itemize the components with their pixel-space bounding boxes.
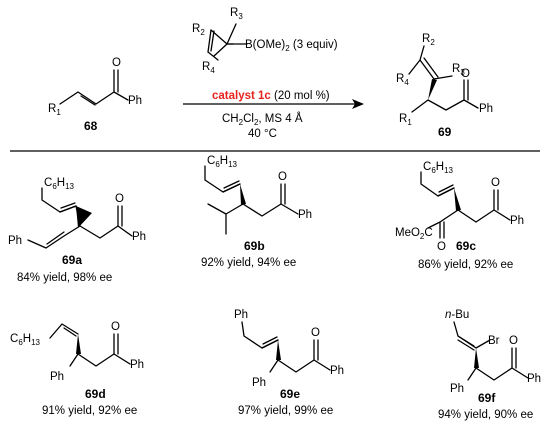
compound-label: 69d [85, 387, 106, 401]
svg-text:R4: R4 [396, 73, 409, 87]
yield-ee: 86% yield, 92% ee [418, 259, 513, 271]
svg-text:Ph: Ph [252, 377, 266, 389]
svg-text:C6H13: C6H13 [10, 333, 41, 347]
svg-text:Ph: Ph [450, 383, 464, 395]
compound-label: 69a [62, 253, 82, 267]
svg-text:MeO2C: MeO2C [395, 227, 433, 241]
vinyl-boronate-reagent: R2 R3 R4 B(OMe)2 (3 equiv) [192, 7, 338, 75]
svg-text:Br: Br [488, 335, 500, 347]
reaction-conditions: catalyst 1c (20 mol %) CH2Cl2, MS 4 Å 40… [183, 90, 364, 140]
svg-text:O: O [437, 241, 446, 253]
svg-text:Ph: Ph [50, 371, 64, 383]
svg-text:Ph: Ph [479, 103, 493, 115]
svg-text:C6H13: C6H13 [44, 177, 75, 191]
compound-label: 69c [456, 239, 476, 253]
svg-text:R3: R3 [452, 63, 465, 77]
svg-text:R1: R1 [399, 113, 412, 127]
svg-text:R2: R2 [422, 33, 435, 47]
yield-ee: 84% yield, 98% ee [17, 272, 112, 284]
svg-text:C6H13: C6H13 [423, 161, 454, 175]
svg-text:Ph: Ph [330, 365, 344, 377]
catalyst-label: catalyst 1c (20 mol %) [212, 90, 330, 102]
compound-69d: C6H13 Ph O Ph 69d 91% yield, 92% ee [10, 321, 144, 417]
compound-label: 69e [280, 387, 300, 401]
product-69: R2 R3 R4 R1 O Ph 69 [396, 33, 493, 139]
compound-69b: C6H13 O Ph 69b 92% yield, 94% ee [201, 155, 312, 269]
yield-ee: 91% yield, 92% ee [42, 405, 137, 417]
svg-text:Ph: Ph [510, 215, 524, 227]
reactant-number: 68 [84, 119, 98, 133]
carbonyl-oxygen: O [112, 57, 121, 69]
svg-text:O: O [111, 321, 120, 333]
temperature-label: 40 °C [248, 128, 277, 140]
compound-69e: Ph Ph O Ph 69e 97% yield, 99% ee [234, 309, 344, 417]
svg-text:O: O [461, 68, 470, 80]
yield-ee: 92% yield, 94% ee [201, 257, 296, 269]
product-number: 69 [438, 125, 452, 139]
svg-text:Ph: Ph [132, 231, 146, 243]
svg-text:C6H13: C6H13 [207, 155, 238, 169]
compound-69f: n-Bu Br Ph O Ph 69f 94% yield, 90% ee [438, 309, 541, 421]
svg-text:CH2Cl2, MS 4 Å: CH2Cl2, MS 4 Å [222, 112, 303, 127]
reactant-68: R1 O Ph 68 [48, 57, 142, 133]
svg-text:R1: R1 [48, 103, 61, 117]
yield-ee: 97% yield, 99% ee [238, 405, 333, 417]
svg-text:Ph: Ph [128, 95, 142, 107]
svg-text:R2: R2 [192, 23, 205, 37]
svg-text:Ph: Ph [234, 309, 248, 321]
svg-text:n-Bu: n-Bu [445, 309, 469, 321]
svg-text:Ph: Ph [130, 359, 144, 371]
svg-text:R4: R4 [202, 61, 215, 75]
svg-text:R3: R3 [230, 7, 243, 21]
svg-text:Ph: Ph [527, 373, 541, 385]
svg-text:B(OMe)2 (3 equiv): B(OMe)2 (3 equiv) [245, 39, 338, 53]
svg-text:O: O [509, 335, 518, 347]
compound-label: 69f [478, 391, 496, 405]
svg-text:Ph: Ph [8, 235, 22, 247]
compound-69a: C6H13 Ph O Ph 69a 84% yield, 98% ee [8, 177, 146, 284]
compound-label: 69b [244, 239, 265, 253]
svg-text:Ph: Ph [298, 209, 312, 221]
svg-text:O: O [491, 177, 500, 189]
yield-ee: 94% yield, 90% ee [438, 409, 533, 421]
svg-text:O: O [311, 327, 320, 339]
compound-69c: C6H13 O Ph MeO2C O 69c 86% yield, 92% ee [395, 161, 524, 271]
svg-text:O: O [115, 193, 124, 205]
svg-text:O: O [278, 171, 287, 183]
